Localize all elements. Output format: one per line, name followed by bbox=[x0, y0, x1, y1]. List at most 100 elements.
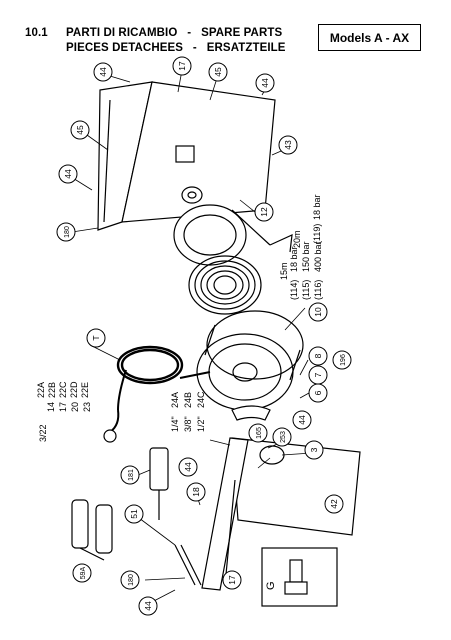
part-callout-circle bbox=[248, 423, 268, 443]
part-number-label: 7 bbox=[313, 372, 323, 377]
fitting-size-b: 3/8" bbox=[183, 416, 193, 432]
part-callout-circle bbox=[120, 465, 140, 485]
code-22c: 22C bbox=[58, 381, 68, 398]
part-callout: 180 bbox=[56, 222, 76, 242]
part-callout: 10 bbox=[308, 302, 328, 322]
part-callout: 59A bbox=[72, 563, 92, 583]
part-callout-circle bbox=[324, 494, 344, 514]
part-number-label: 44 bbox=[63, 169, 73, 179]
part-callout: 45 bbox=[208, 62, 228, 82]
part-callout: 18 bbox=[186, 482, 206, 502]
part-callout: 17 bbox=[172, 56, 192, 76]
code-22a: 22A bbox=[36, 382, 46, 398]
part-number-label: 45 bbox=[75, 125, 85, 135]
fitting-code-a: 24A bbox=[170, 392, 180, 408]
brake-pad bbox=[231, 405, 271, 421]
part-callout: 44 bbox=[292, 410, 312, 430]
header-title-line-2: PIECES DETACHEES - ERSATZTEILE bbox=[66, 42, 286, 54]
part-number-label: 44 bbox=[297, 415, 307, 425]
part-number-label: 12 bbox=[259, 207, 269, 217]
model-label: Models A - AX bbox=[329, 30, 410, 45]
model-box: Models A - AX bbox=[318, 24, 421, 51]
part-callout-circle bbox=[308, 302, 328, 322]
part-callout: 181 bbox=[120, 465, 140, 485]
part-callout-circle bbox=[272, 427, 292, 447]
part-callout: 6 bbox=[308, 383, 328, 403]
fitting-code-c: 24C bbox=[196, 391, 206, 408]
reel-front-disc bbox=[196, 333, 294, 411]
part-callout-circle bbox=[178, 457, 198, 477]
part-callout-circle bbox=[208, 62, 228, 82]
part-callout: 7 bbox=[308, 365, 328, 385]
part-number-label: 44 bbox=[143, 601, 153, 611]
part-callout-circle bbox=[278, 135, 298, 155]
part-callout-circle bbox=[58, 164, 78, 184]
code-114: (114) bbox=[289, 280, 299, 300]
part-callout: 51 bbox=[124, 504, 144, 524]
part-number-label: 44 bbox=[98, 67, 108, 77]
frame-rail-front bbox=[201, 437, 249, 591]
pressure-18bar-a: 18 bar bbox=[289, 246, 299, 272]
part-callout: 42 bbox=[324, 494, 344, 514]
pressure-18bar-b: 18 bar bbox=[312, 194, 322, 220]
part-callout-circle bbox=[292, 410, 312, 430]
part-callout: 44 bbox=[178, 457, 198, 477]
part-number-label: 59A bbox=[80, 566, 87, 579]
part-callout: 12 bbox=[254, 202, 274, 222]
crank-handle-181 bbox=[149, 447, 169, 520]
part-callout: 44 bbox=[93, 62, 113, 82]
part-callout-circle bbox=[120, 570, 140, 590]
fitting-size-a: 1/4" bbox=[170, 416, 180, 432]
exploded-parts-diagram: 441745444543441218010T876196165443253421… bbox=[36, 56, 361, 616]
part-number-label: 253 bbox=[280, 431, 287, 443]
part-number-label: 44 bbox=[260, 78, 270, 88]
part-callout: 180 bbox=[120, 570, 140, 590]
part-callout-circle bbox=[86, 328, 106, 348]
header-title-line-1: PARTI DI RICAMBIO - SPARE PARTS bbox=[66, 27, 283, 39]
num-23: 23 bbox=[82, 402, 92, 412]
hose-coil bbox=[116, 345, 184, 385]
axle-bracket bbox=[175, 145, 195, 163]
hose-length-20: 20m bbox=[292, 230, 302, 248]
part-callout: 43 bbox=[278, 135, 298, 155]
part-number-label: 8 bbox=[313, 353, 323, 358]
pressure-400bar: 400 bar bbox=[313, 241, 323, 272]
part-callout-circle bbox=[222, 570, 242, 590]
part-callout-circle bbox=[254, 202, 274, 222]
part-callout: 196 bbox=[332, 350, 352, 370]
part-callout-circle bbox=[56, 222, 76, 242]
part-number-label: 17 bbox=[177, 61, 187, 71]
part-number-label: 10 bbox=[313, 307, 323, 317]
crank-handle-59a bbox=[71, 499, 113, 561]
part-number-label: 181 bbox=[128, 469, 135, 481]
coil-spring bbox=[188, 255, 262, 315]
part-callout: 45 bbox=[70, 120, 90, 140]
num-17: 17 bbox=[58, 402, 68, 412]
part-callout: 44 bbox=[255, 73, 275, 93]
code-322: 3/22 bbox=[38, 424, 48, 442]
part-callout-circle bbox=[172, 56, 192, 76]
part-number-label: 43 bbox=[283, 140, 293, 150]
code-116: (116) bbox=[313, 280, 323, 300]
code-22d: 22D bbox=[69, 381, 79, 398]
part-callout: 17 bbox=[222, 570, 242, 590]
part-callout-circle bbox=[186, 482, 206, 502]
pressure-150bar: 150 bar bbox=[301, 241, 311, 272]
part-callout: 165 bbox=[248, 423, 268, 443]
part-callout-circle bbox=[70, 120, 90, 140]
code-22b: 22B bbox=[47, 382, 57, 398]
num-14: 14 bbox=[46, 402, 56, 412]
part-callout-circle bbox=[255, 73, 275, 93]
part-number-label: 165 bbox=[256, 427, 263, 439]
fitting-size-c: 1/2" bbox=[196, 416, 206, 432]
fitting-code-b: 24B bbox=[183, 392, 193, 408]
part-number-label: 180 bbox=[64, 226, 71, 238]
part-callout-circle bbox=[93, 62, 113, 82]
spring-housing bbox=[173, 204, 247, 266]
part-callout-circle bbox=[124, 504, 144, 524]
part-callout-circle bbox=[72, 563, 92, 583]
letter-g: G bbox=[265, 581, 277, 590]
code-115: (115) bbox=[301, 280, 311, 300]
part-number-label: 18 bbox=[191, 487, 201, 497]
